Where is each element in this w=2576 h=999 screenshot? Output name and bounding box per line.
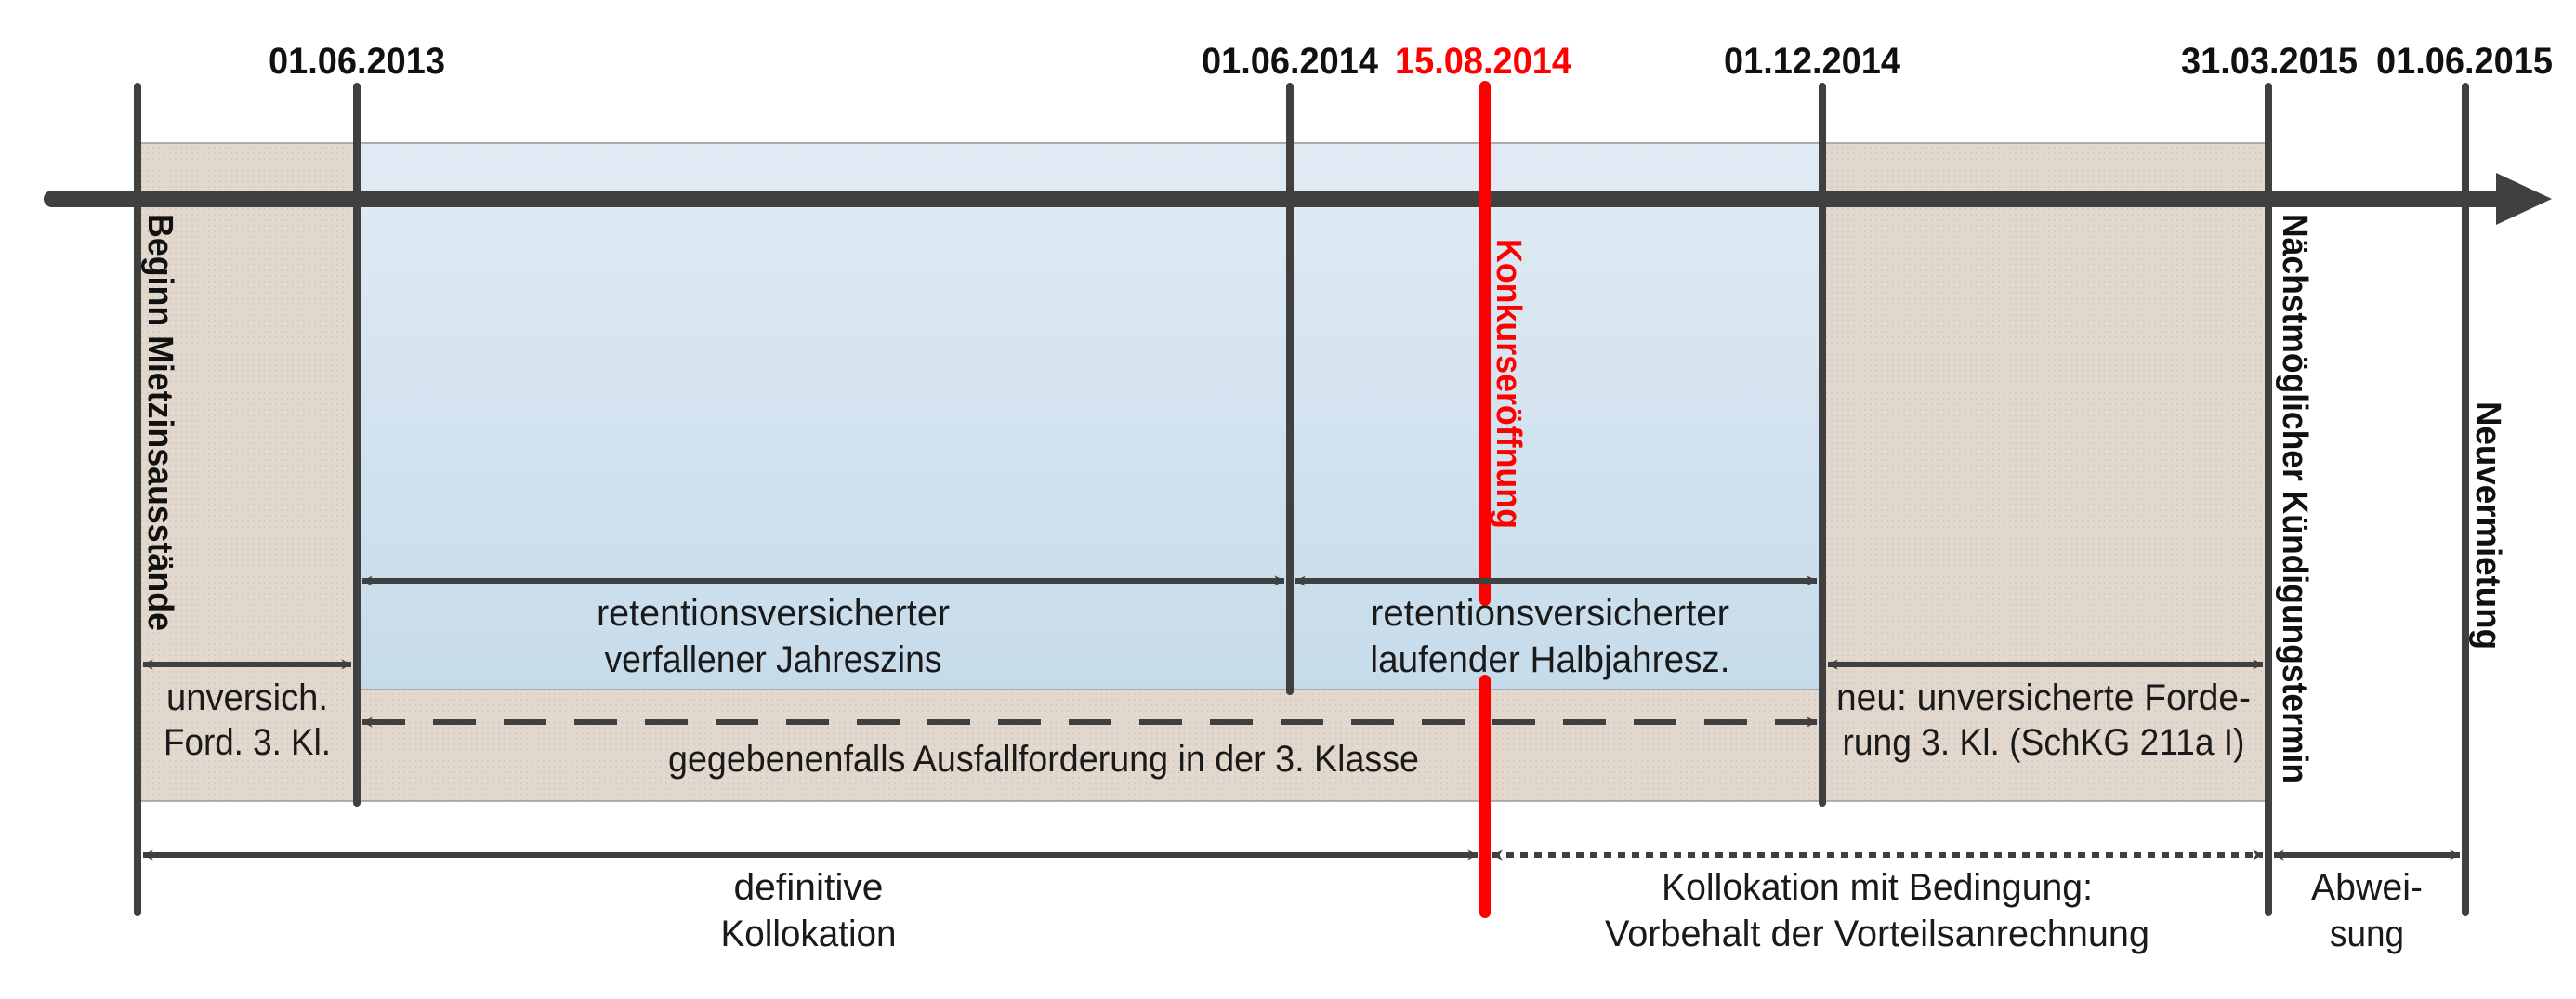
span-label: verfallener Jahreszins — [605, 639, 942, 680]
label-konkurs: Konkurseröffnung — [1489, 239, 1528, 529]
date-label: 01.12.2014 — [1724, 41, 1901, 82]
date-label-konkurs: 15.08.2014 — [1395, 41, 1572, 82]
span-label: gegebenenfalls Ausfallforderung in der 3… — [668, 739, 1419, 780]
secured-retention-band — [356, 142, 1823, 690]
span-label: retentionsversicherter — [597, 593, 950, 634]
date-label: 01.06.2013 — [269, 41, 445, 82]
label-neuvermietung: Neuvermietung — [2468, 401, 2507, 650]
span-label: Vorbehalt der Vorteilsanrechnung — [1605, 914, 2149, 954]
span-label: rung 3. Kl. (SchKG 211a I) — [1843, 722, 2245, 763]
span-label: laufender Halbjahresz. — [1371, 639, 1730, 680]
date-label: 31.03.2015 — [2181, 41, 2358, 82]
span-label: unversich. — [166, 677, 328, 718]
label-kuendigung: Nächstmöglicher Kündigungstermin — [2275, 214, 2314, 783]
span-label: neu: unversicherte Forde- — [1836, 677, 2251, 718]
span-label: Kollokation mit Bedingung: — [1662, 867, 2093, 908]
label-beginn: Beginn Mietzinsausstände — [140, 214, 179, 631]
span-label: definitive — [734, 867, 884, 908]
span-label: Ford. 3. Kl. — [164, 722, 331, 763]
span-label: sung — [2330, 914, 2404, 954]
span-label: retentionsversicherter — [1371, 593, 1729, 634]
date-label: 01.06.2015 — [2376, 41, 2553, 82]
date-label: 01.06.2014 — [1202, 41, 1379, 82]
time-axis-arrowhead-icon — [2496, 173, 2552, 225]
span-label: Abwei- — [2311, 867, 2423, 908]
span-label: Kollokation — [721, 914, 897, 954]
